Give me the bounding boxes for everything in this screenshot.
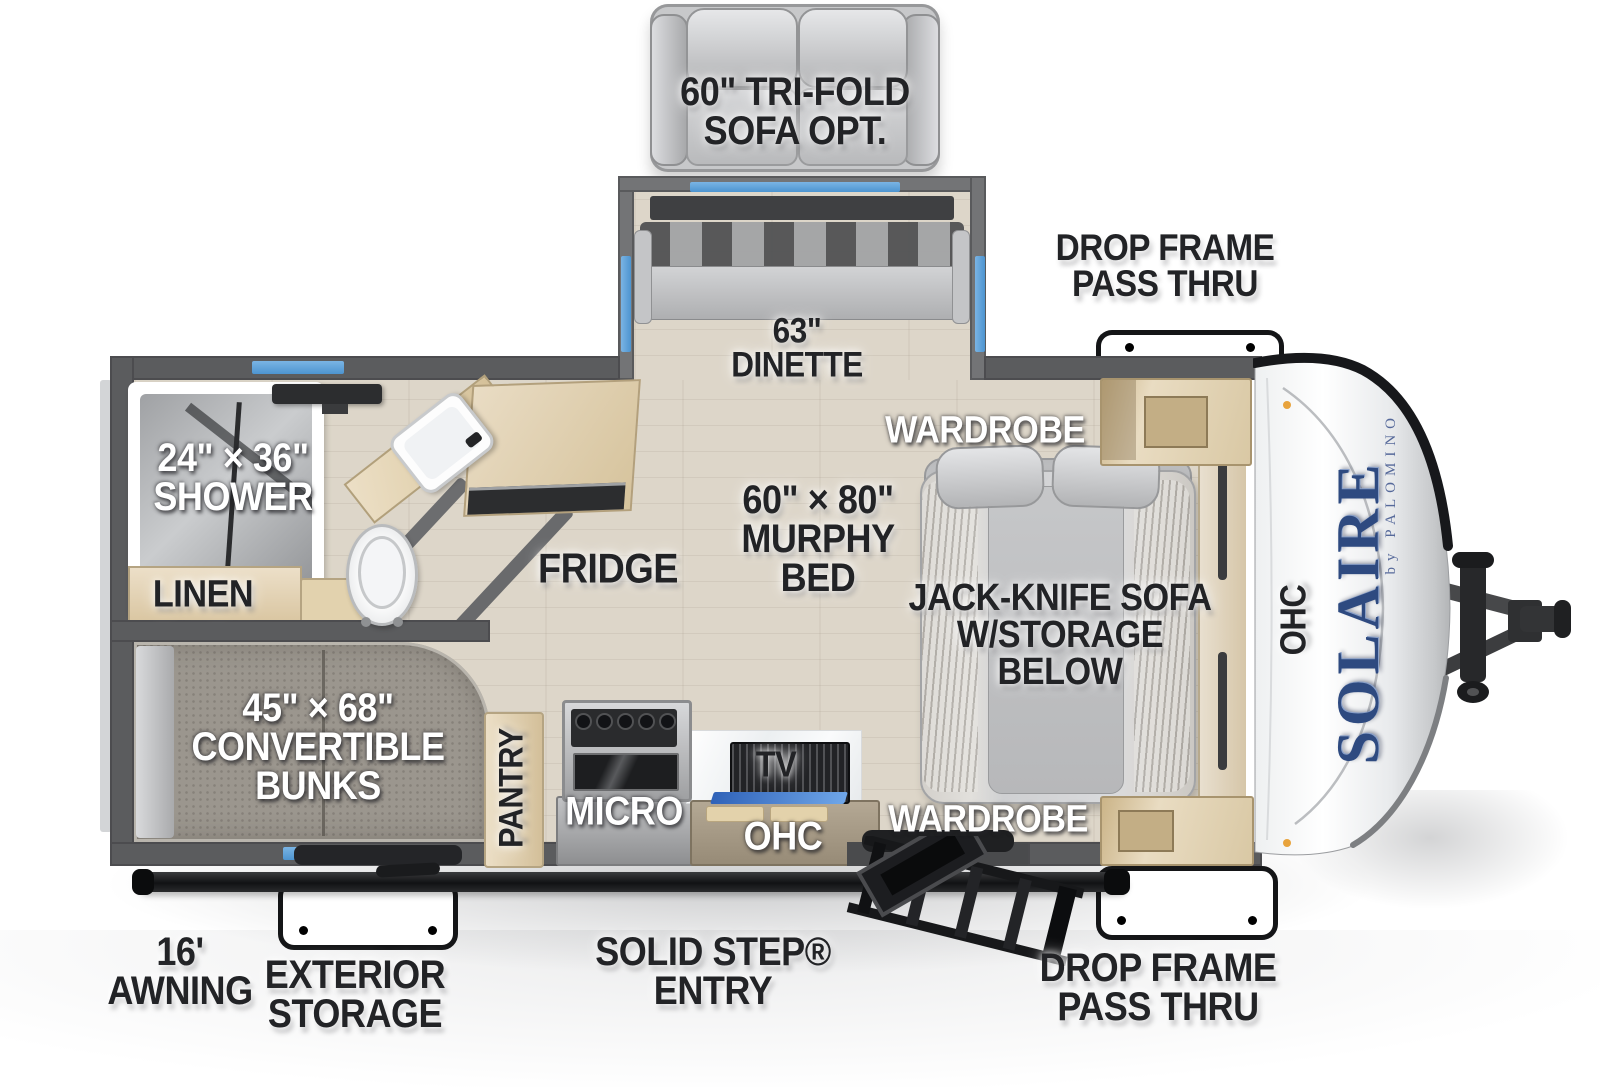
label-exterior-storage: EXTERIOR STORAGE [264,952,446,1036]
label-drop-frame-top: DROP FRAME PASS THRU [1055,226,1275,304]
sofa-seat-cushion [686,88,798,166]
door-rivet [1248,916,1257,925]
wall-top-right [984,356,1262,380]
front-cap [1253,352,1453,856]
toilet-seat [358,536,406,609]
ground-gradient [0,930,1600,1087]
bunk-armrest [136,646,174,838]
window-accent-bath [252,361,344,374]
dinette-arm-left [634,230,652,324]
burner [617,713,634,730]
wardrobe-cabinet-top [1100,378,1252,466]
toilet-hinge [393,617,403,627]
burner [638,713,655,730]
awning-end-cap [1104,869,1130,895]
label-jack-knife-sofa: JACK-KNIFE SOFA W/STORAGE BELOW [908,577,1212,694]
label-murphy-bed: 60" × 80" MURPHY BED [741,478,895,601]
slide-window-accent-top [690,182,900,192]
label-tv: TV [755,743,797,785]
label-trifold-sofa: 60" TRI-FOLD SOFA OPT. [680,69,910,153]
label-ohc-front: OHC [1272,584,1314,656]
fridge-front [467,482,626,515]
label-fridge: FRIDGE [537,544,679,592]
sofa-seat-cushion [798,88,908,166]
wardrobe-cabinet-bottom [1100,796,1254,866]
label-solid-step-entry: SOLID STEP® ENTRY [595,929,831,1013]
sofa-back-cushion [798,8,908,88]
counter-pad [706,806,764,822]
dinette-window-ledge [650,196,954,220]
door-rivet [428,926,437,935]
awning-end-cap [132,869,154,895]
bunk-step-tread [294,845,462,865]
dinette-bench-seat [636,266,970,320]
label-wardrobe-bottom: WARDROBE [888,798,1088,841]
rear-bumper [100,380,112,832]
dinette-bench-back [640,222,964,268]
cabinet-handle-slot [1218,652,1227,770]
linen-cabinet [128,566,302,626]
sofa-armrest-left [650,14,688,166]
label-drop-frame-bottom: DROP FRAME PASS THRU [1039,945,1277,1029]
cooktop [571,709,677,747]
door-rivet [299,926,308,935]
burner [575,713,592,730]
sofa-back-cushion [686,8,798,88]
label-awning: 16' AWNING [107,929,253,1013]
slide-window-accent-right [975,256,985,352]
solaire-logo: SOLAIRE by PALOMINO [1324,382,1400,842]
burner [659,713,676,730]
label-wardrobe-top: WARDROBE [885,409,1085,452]
cabinet-inset-panel [1144,396,1208,448]
dinette-arm-right [952,230,970,324]
burner [596,713,613,730]
door-rivet [1246,343,1255,352]
door-rivet [1117,916,1126,925]
counter-pad [770,806,828,822]
convertible-bunks [134,642,490,842]
bed-pillow [934,444,1046,510]
hitch [1428,552,1571,703]
tv-mount-arm [322,404,348,414]
pantry-cabinet [484,712,544,868]
label-ohc-kitchen: OHC [743,814,823,859]
bed-blanket-right [1134,480,1190,792]
range-stove [562,700,692,802]
wall-mounted-tv [272,384,382,404]
label-linen: LINEN [152,573,254,616]
label-dinette: 63" DINETTE [731,311,863,385]
cabinet-inset-panel [1118,810,1174,852]
trifold-sofa [650,4,940,172]
cabinet-side-face [1102,380,1136,460]
bath-bunk-wall [110,620,490,642]
jack-knife-sofa-panel [988,486,1124,794]
tv-base [710,792,848,804]
label-shower: 24" × 36" SHOWER [153,435,313,519]
wall-top-left [110,356,620,380]
label-micro: MICRO [565,789,683,834]
bunk-seam [322,650,325,836]
toilet [346,524,418,627]
door-rivet [1125,343,1134,352]
label-pantry: PANTRY [492,728,531,848]
label-bunks: 45" × 68" CONVERTIBLE BUNKS [191,686,445,809]
slide-window-accent-left [621,256,631,352]
cabinet-handle-slot [1218,462,1227,580]
bed-blanket-left [922,480,978,792]
entry-steps [846,836,1085,966]
microwave-cabinet [556,796,704,866]
oven-window [573,753,679,791]
toilet-hinge [361,617,371,627]
